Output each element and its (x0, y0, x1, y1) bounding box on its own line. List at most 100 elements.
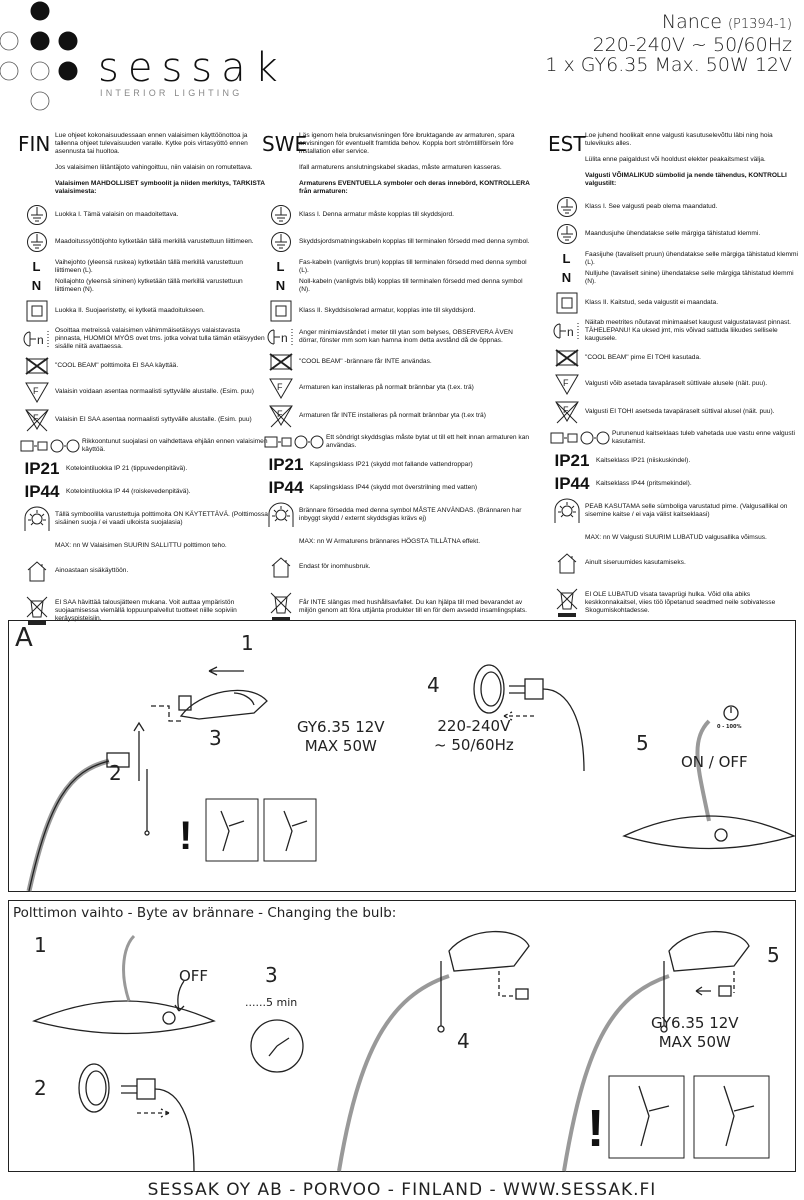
max-icon (548, 529, 585, 547)
ip44-icon: IP44 (268, 478, 304, 497)
symbol-row: "COOL BEAM" pirne EI TOHI kasutada. (548, 348, 798, 368)
symbol-description: Faasijuhe (tavaliselt pruun) ühendatakse… (585, 251, 798, 266)
symbol-row: Klass I. See valgusti peab olema maandat… (548, 196, 798, 218)
symbol-row: Klass II. Skyddsisolerad armatur, koppla… (262, 300, 532, 322)
house-icon (548, 552, 585, 574)
symbol-description: MAX: nn W Armaturens brännares HÖGSTA TI… (299, 538, 481, 545)
symbol-row: Purunenud kaitseklaas tuleb vahetada uue… (548, 429, 798, 447)
intro-text: Ifall armaturens anslutningskabel skadas… (299, 164, 502, 171)
symbols-heading: Valaisimen MAHDOLLISET symboolit ja niid… (55, 180, 265, 195)
symbol-description: Brännare försedda med denna symbol MÅSTE… (299, 507, 522, 522)
symbol-description: Noll-kabeln (vanligtvis blå) kopplas til… (299, 278, 523, 293)
weee-icon (262, 592, 299, 622)
bulb-spec-type: GY6.35 12V (651, 1014, 739, 1032)
symbol-row: Maadoitussyöttöjohto kytketään tällä mer… (18, 231, 268, 253)
symbol-description: Fas-kabeln (vanligtvis brun) kopplas til… (299, 259, 527, 274)
class2-icon (548, 292, 585, 314)
ip21-icon: IP21 (268, 455, 304, 474)
symbol-row: Brännare försedda med denna symbol MÅSTE… (262, 502, 532, 528)
house-icon (18, 560, 55, 582)
svg-text:F: F (277, 382, 283, 392)
symbol-description: "COOL BEAM" -brännare får INTE användas. (299, 358, 432, 365)
brand-name: sessak (98, 45, 287, 91)
brand-tagline: INTERIOR LIGHTING (100, 88, 243, 98)
panel-b-changing-bulb: Polttimon vaihto - Byte av brännare - Ch… (8, 900, 796, 1172)
language-code: FIN (18, 132, 51, 156)
symbol-description: Nollajohto (yleensä sininen) kytketään t… (55, 278, 243, 293)
symbol-row: Tällä symboolilla varustettuja polttimoi… (18, 506, 268, 532)
symbol-row: Ainoastaan sisäkäyttöön. (18, 560, 268, 582)
symbol-row: "COOL BEAM" polttimoita EI SAA käyttää. (18, 356, 268, 376)
svg-text:F: F (277, 409, 283, 419)
on-off-label: ON / OFF (681, 753, 748, 771)
product-voltage: 220-240V ~ 50/60Hz (592, 34, 792, 56)
symbol-description: Rikkoontunut suojalasi on vaihdettava eh… (82, 438, 268, 453)
symbol-description: Kapslingsklass IP44 (skydd mot överstril… (310, 484, 478, 491)
step-5: 5 (767, 943, 780, 967)
bulb-spec-max: MAX 50W (658, 1033, 731, 1051)
step-2: 2 (34, 1076, 47, 1100)
symbol-description: Valaisin voidaan asentaa normaalisti syt… (55, 388, 254, 395)
symbol-row: IP44 Kapslingsklass IP44 (skydd mot övers… (262, 479, 532, 497)
language-code: EST (548, 132, 586, 156)
class2-icon (262, 300, 299, 322)
coolbeam-icon (548, 348, 585, 368)
earth-icon (548, 196, 585, 218)
n-icon: N (31, 278, 42, 293)
symbol-description: EI OLE LUBATUD visata tavaprügi hulka. V… (585, 591, 776, 614)
symbols-heading: Valgusti VÕIMALIKUD sümbolid ja nende tä… (585, 172, 787, 187)
bulb-icon (262, 502, 299, 528)
symbol-description: Valgusti võib asetada tavapäraselt sütti… (585, 380, 768, 387)
symbol-row: Ainult siseruumides kasutamiseks. (548, 552, 798, 574)
off-label: OFF (179, 967, 209, 985)
symbol-description: PEAB KASUTAMA selle sümboliga varustatud… (585, 503, 788, 518)
earth-icon (262, 204, 299, 226)
symbol-description: Ainoastaan sisäkäyttöön. (55, 567, 129, 574)
house-icon (262, 556, 299, 578)
bulb-spec-type: GY6.35 12V (297, 718, 385, 736)
bulb-icon (548, 498, 585, 524)
f-icon: F (548, 373, 585, 395)
earth-icon (262, 231, 299, 253)
symbol-row: Maandusjuhe ühendatakse selle märgiga tä… (548, 223, 798, 245)
fx-icon: F (548, 400, 585, 424)
svg-text:F: F (563, 405, 569, 415)
symbol-description: MAX: nn W Valaisimen SUURIN SALLITTU pol… (55, 542, 227, 549)
step-3: 3 (209, 726, 222, 750)
symbol-description: Klass I. See valgusti peab olema maandat… (585, 203, 718, 210)
glass-icon (262, 433, 326, 451)
step-4: 4 (427, 673, 440, 697)
symbol-description: Klass II. Skyddsisolerad armatur, koppla… (299, 307, 476, 314)
symbol-row: Får INTE slängas med hushållsavfallet. D… (262, 592, 532, 622)
coolbeam-icon (18, 356, 55, 376)
symbol-row: L Faasijuhe (tavaliselt pruun) ühendataks… (548, 250, 798, 268)
step-5: 5 (636, 731, 649, 755)
fx-icon: F (18, 408, 55, 432)
l-icon: L (562, 251, 571, 266)
symbol-description: Maadoitussyöttöjohto kytketään tällä mer… (55, 238, 254, 245)
dimmer-label: 0 - 100% (717, 724, 742, 730)
step-2: 2 (109, 761, 122, 785)
distance-icon: n (18, 329, 55, 349)
product-bulb: 1 x GY6.35 Max. 50W 12V (545, 54, 792, 76)
bulb-spec-max: MAX 50W (304, 737, 377, 755)
sessak-logo-dots (0, 1, 78, 111)
symbol-row: Klass I. Denna armatur måste kopplas til… (262, 204, 532, 226)
symbol-description: Kotelointiluokka IP 21 (tippuvedenpitävä… (66, 465, 188, 472)
product-code: (P1394-1) (727, 17, 792, 32)
max-icon (18, 537, 55, 555)
footer: SESSAK OY AB - PORVOO - FINLAND - WWW.SE… (147, 1180, 657, 1200)
symbol-description: Ett söndrigt skyddsglas måste bytat ut t… (326, 434, 530, 449)
symbol-description: Näitab meetrites nõutavat minimaalset ka… (585, 319, 791, 342)
